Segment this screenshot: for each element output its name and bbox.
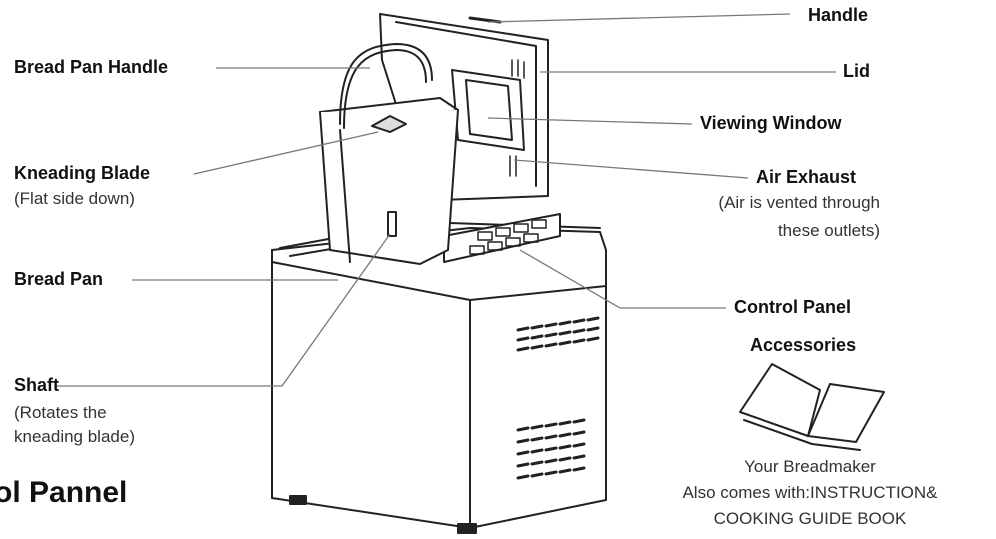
label-bread-pan-handle: Bread Pan Handle	[14, 56, 168, 78]
label-air-exhaust-note-2: these outlets)	[640, 220, 880, 242]
leader-handle	[488, 14, 790, 22]
accessory-caption-line1: Your Breadmaker	[640, 456, 980, 478]
machine-body	[272, 222, 606, 533]
label-kneading-blade-note: (Flat side down)	[14, 188, 135, 210]
label-viewing-window: Viewing Window	[700, 112, 842, 134]
label-shaft: Shaft	[14, 374, 59, 396]
label-kneading-blade: Kneading Blade	[14, 162, 150, 184]
label-air-exhaust-note-1: (Air is vented through	[640, 192, 880, 214]
accessory-caption-line3: COOKING GUIDE BOOK	[640, 508, 980, 530]
label-accessories: Accessories	[750, 334, 856, 356]
label-shaft-note-2: kneading blade)	[14, 426, 135, 448]
label-air-exhaust: Air Exhaust	[756, 166, 856, 188]
label-control-panel: Control Panel	[734, 296, 851, 318]
leader-air-exhaust	[514, 160, 748, 178]
section-heading: ol Pannel	[0, 476, 127, 510]
label-bread-pan: Bread Pan	[14, 268, 103, 290]
accessory-caption-line2: Also comes with:INSTRUCTION&	[640, 482, 980, 504]
book-icon	[740, 364, 884, 450]
label-shaft-note-1: (Rotates the	[14, 402, 107, 424]
label-handle: Handle	[808, 4, 868, 26]
label-lid: Lid	[843, 60, 870, 82]
